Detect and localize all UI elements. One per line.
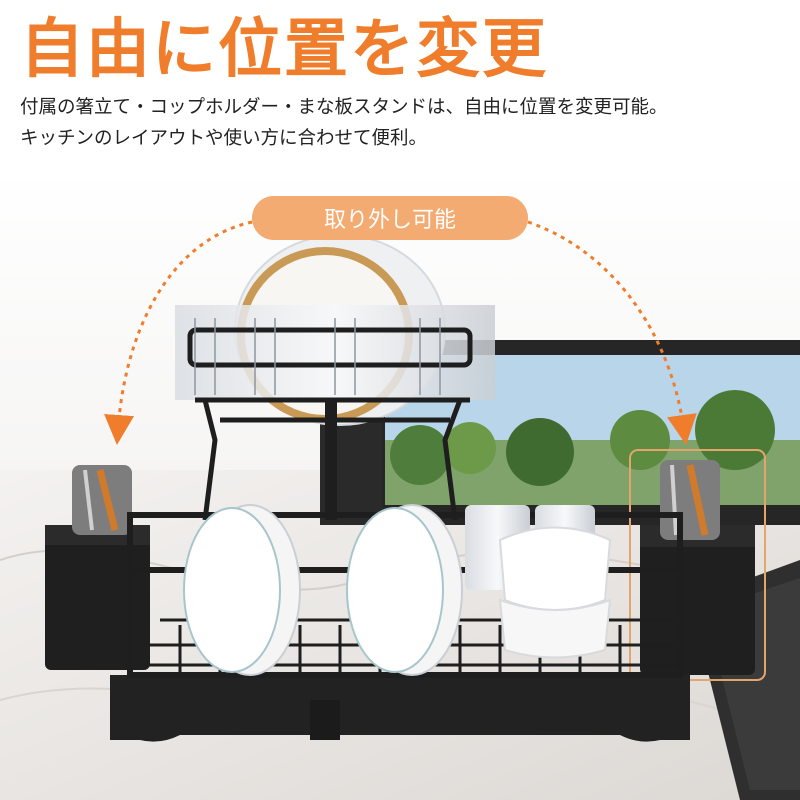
page-title: 自由に位置を変更 [20,13,548,87]
left-arrow-curve [104,220,253,445]
product-photo [0,170,800,800]
right-arrow-curve [527,220,697,445]
plates-left [183,504,301,676]
upper-rack [175,305,495,521]
left-cutlery-holder [45,465,150,670]
description: 付属の箸立て・コップホルダー・まな板スタンドは、自由に位置を変更可能。 キッチン… [20,92,668,154]
description-line-2: キッチンのレイアウトや使い方に合わせて便利。 [20,128,428,149]
bowls [498,526,612,659]
removable-badge: 取り外し可能 [252,196,528,240]
description-line-1: 付属の箸立て・コップホルダー・まな板スタンドは、自由に位置を変更可能。 [20,97,668,118]
right-cutlery-holder [629,449,766,681]
plates-center [346,504,463,676]
